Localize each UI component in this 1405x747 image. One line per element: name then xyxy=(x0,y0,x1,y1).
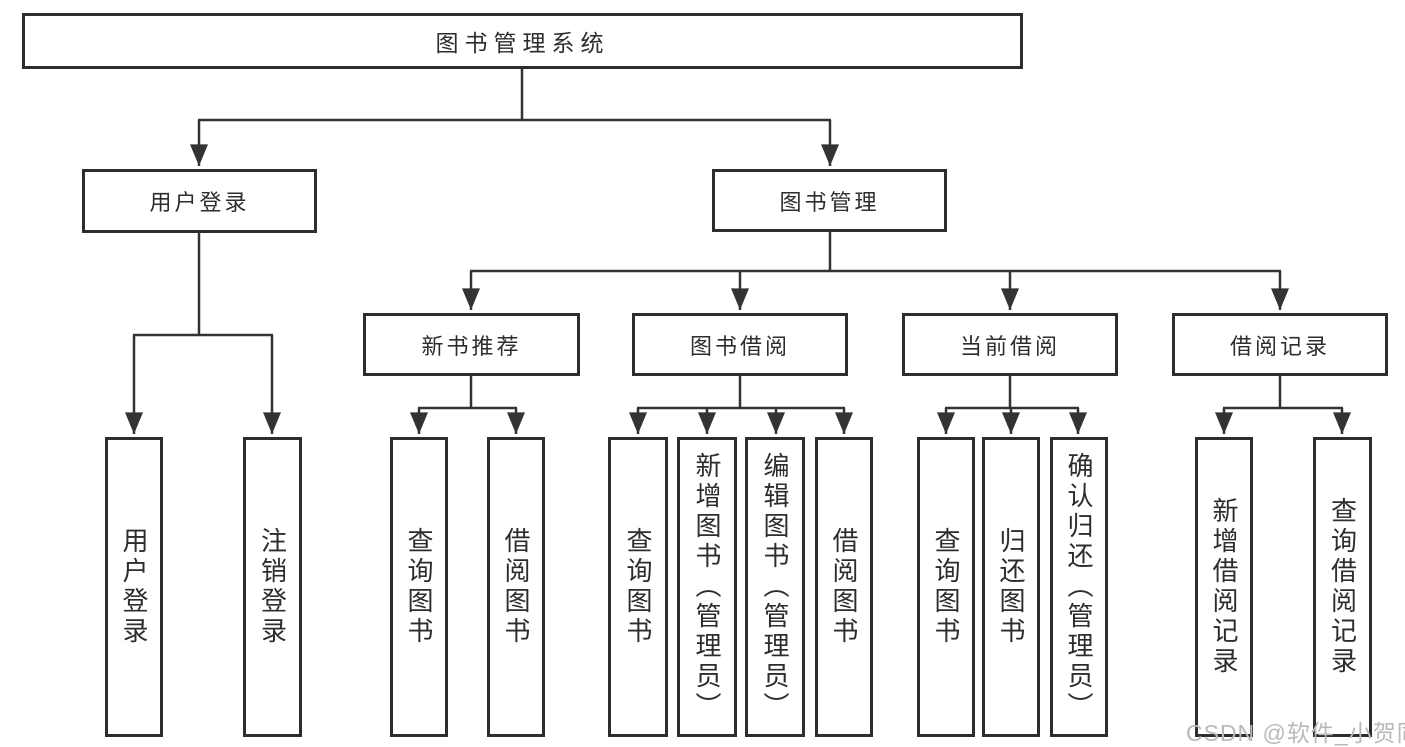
node-current-borrow: 当前借阅 xyxy=(902,313,1118,376)
leaf-label: 新增借阅记录 xyxy=(1209,497,1239,677)
leaf-search-books-recommend: 查询图书 xyxy=(390,437,448,737)
node-label: 图书管理系统 xyxy=(435,30,610,56)
leaf-label: 确认归还（管理员） xyxy=(1064,452,1094,722)
leaf-add-borrow-record: 新增借阅记录 xyxy=(1195,437,1253,737)
node-label: 图书借阅 xyxy=(689,333,790,359)
node-book-borrow: 图书借阅 xyxy=(632,313,848,376)
node-library-management-system: 图书管理系统 xyxy=(22,13,1023,69)
leaf-label: 编辑图书（管理员） xyxy=(760,452,790,722)
leaf-confirm-return-admin: 确认归还（管理员） xyxy=(1050,437,1108,737)
leaf-label: 归还图书 xyxy=(996,527,1026,647)
leaf-label: 新增图书（管理员） xyxy=(692,452,722,722)
node-user-login-group: 用户登录 xyxy=(82,169,317,233)
leaf-label: 查询图书 xyxy=(404,527,434,647)
leaf-search-books-borrow: 查询图书 xyxy=(608,437,668,737)
leaf-user-login: 用户登录 xyxy=(105,437,163,737)
leaf-logout: 注销登录 xyxy=(243,437,302,737)
csdn-watermark: CSDN @软件_小贺同学 xyxy=(1186,720,1405,746)
node-label: 当前借阅 xyxy=(959,333,1060,359)
node-new-book-recommend: 新书推荐 xyxy=(363,313,580,376)
leaf-label: 查询借阅记录 xyxy=(1327,497,1358,677)
leaf-search-books-current: 查询图书 xyxy=(917,437,975,737)
node-label: 图书管理 xyxy=(779,189,880,215)
node-borrow-records: 借阅记录 xyxy=(1172,313,1388,376)
leaf-label: 借阅图书 xyxy=(829,527,859,647)
leaf-borrow-books: 借阅图书 xyxy=(815,437,873,737)
node-label: 新书推荐 xyxy=(421,333,522,359)
leaf-label: 借阅图书 xyxy=(501,527,531,647)
node-label: 用户登录 xyxy=(149,190,250,215)
leaf-return-book: 归还图书 xyxy=(982,437,1040,737)
leaf-label: 查询图书 xyxy=(931,527,961,647)
node-label: 借阅记录 xyxy=(1229,333,1330,359)
leaf-add-book-admin: 新增图书（管理员） xyxy=(677,437,737,737)
leaf-label: 查询图书 xyxy=(623,527,653,647)
leaf-edit-book-admin: 编辑图书（管理员） xyxy=(745,437,805,737)
leaf-label: 用户登录 xyxy=(119,527,149,647)
leaf-label: 注销登录 xyxy=(257,527,288,647)
node-book-management: 图书管理 xyxy=(712,169,947,232)
leaf-borrow-books-recommend: 借阅图书 xyxy=(487,437,545,737)
leaf-query-borrow-record: 查询借阅记录 xyxy=(1313,437,1372,737)
